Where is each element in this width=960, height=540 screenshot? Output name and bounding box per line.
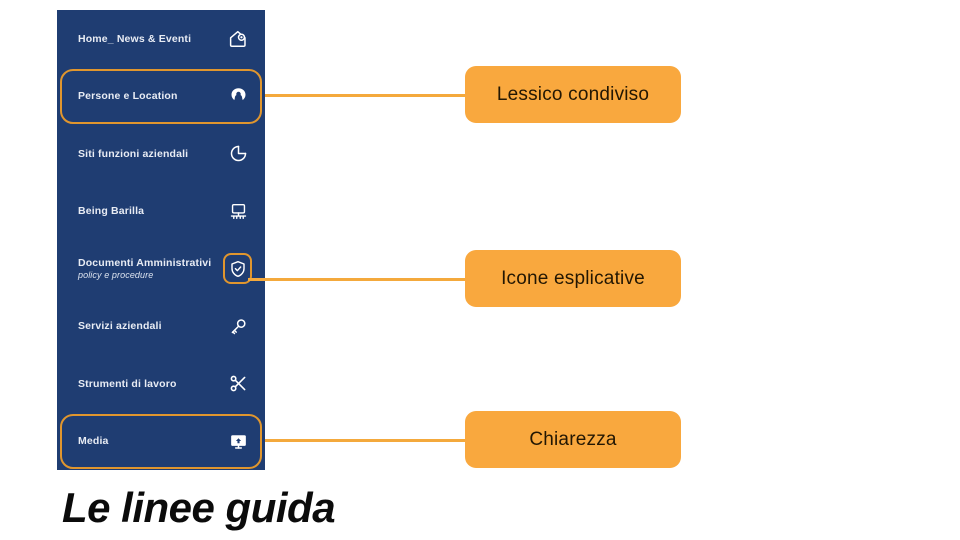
monitor-icon	[227, 430, 249, 452]
shield-check-icon	[227, 258, 249, 280]
sidebar-item-sublabel: policy e procedure	[78, 270, 154, 281]
sidebar-item-label: Servizi aziendali	[78, 320, 162, 333]
sidebar-item-label: Home_ News & Eventi	[78, 32, 192, 45]
callout-label: Lessico condiviso	[496, 83, 650, 105]
home-pin-icon	[227, 28, 249, 50]
callout-chiarezza[interactable]: Chiarezza	[465, 411, 681, 468]
sidebar-item-text: Siti funzioni aziendali	[78, 148, 227, 160]
sidebar-item-text: Documenti Amministrativi policy e proced…	[78, 257, 227, 281]
sidebar-item-persone-e-location[interactable]: Persone e Location	[57, 68, 265, 126]
callout-label: Icone esplicative	[501, 267, 645, 289]
sidebar-item-text: Servizi aziendali	[78, 320, 227, 332]
sidebar-item-label: Siti funzioni aziendali	[78, 147, 189, 160]
page-title: Le linee guida	[62, 484, 336, 531]
sidebar-item-being-barilla[interactable]: Being Barilla	[57, 183, 265, 241]
sidebar-item-label: Strumenti di lavoro	[78, 377, 177, 390]
pie-segment-icon	[227, 143, 249, 165]
callout-label: Chiarezza	[529, 428, 617, 450]
sidebar-item-label: Being Barilla	[78, 205, 145, 218]
person-pin-icon	[227, 85, 249, 107]
key-icon	[227, 315, 249, 337]
sidebar-item-media[interactable]: Media	[57, 413, 265, 471]
sidebar-item-text: Media	[78, 435, 227, 447]
connector-line-icone-esplicative	[248, 278, 465, 281]
sidebar-item-text: Strumenti di lavoro	[78, 378, 227, 390]
sidebar-item-home-news-eventi[interactable]: Home_ News & Eventi	[57, 10, 265, 68]
sidebar-item-text: Being Barilla	[78, 205, 227, 217]
scissors-icon	[227, 373, 249, 395]
sidebar-item-text: Persone e Location	[78, 90, 227, 102]
sidebar-item-siti-funzioni-aziendali[interactable]: Siti funzioni aziendali	[57, 125, 265, 183]
sidebar-item-label: Documenti Amministrativi	[78, 256, 212, 269]
navigation-sidebar: Home_ News & Eventi Persone e Location	[57, 10, 265, 470]
callout-icone-esplicative[interactable]: Icone esplicative	[465, 250, 681, 307]
computer-network-icon	[227, 200, 249, 222]
sidebar-item-servizi-aziendali[interactable]: Servizi aziendali	[57, 298, 265, 356]
sidebar-item-label: Persone e Location	[78, 90, 178, 103]
callout-lessico-condiviso[interactable]: Lessico condiviso	[465, 66, 681, 123]
sidebar-item-text: Home_ News & Eventi	[78, 33, 227, 45]
sidebar-item-documenti-amministrativi[interactable]: Documenti Amministrativi policy e proced…	[57, 240, 265, 298]
sidebar-item-strumenti-di-lavoro[interactable]: Strumenti di lavoro	[57, 355, 265, 413]
connector-line-lessico-condiviso	[265, 94, 465, 97]
connector-line-chiarezza	[265, 439, 465, 442]
sidebar-item-label: Media	[78, 435, 109, 448]
